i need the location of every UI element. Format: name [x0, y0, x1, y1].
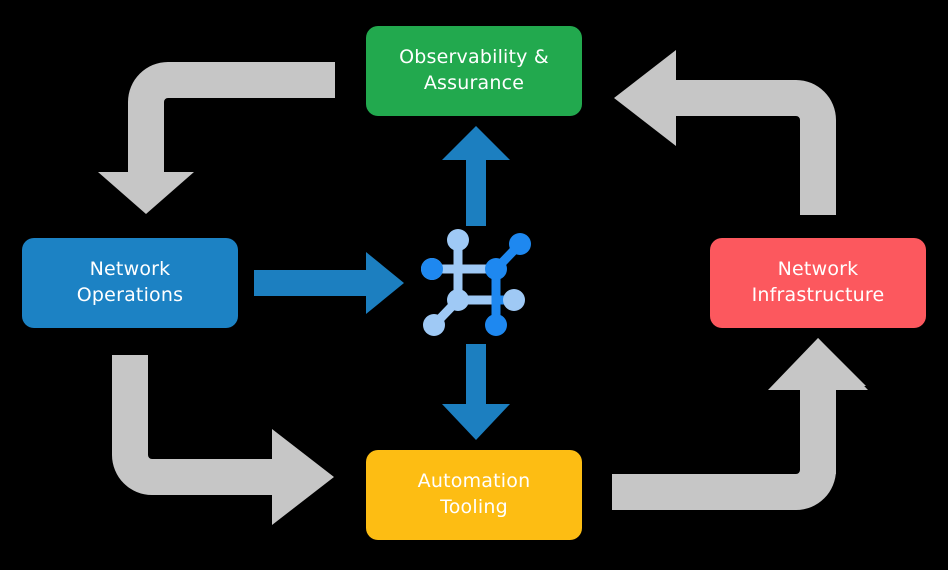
gray-arrow-automation-to-netinfra — [612, 338, 868, 510]
node-box-network-operations[interactable]: Network Operations — [22, 238, 238, 328]
node-box-automation-tooling[interactable]: Automation Tooling — [366, 450, 582, 540]
topology-light-edges — [427, 235, 519, 330]
gray-arrow-netops-to-automation — [112, 355, 334, 525]
node-label-network-operations: Network Operations — [76, 258, 184, 306]
blue-arrow-netops-to-hub — [254, 252, 404, 314]
node-label-network-infrastructure: Network Infrastructure — [751, 258, 885, 306]
blue-arrow-hub-to-automation — [442, 344, 510, 440]
node-label-observability-assurance: Observability & Assurance — [399, 46, 549, 94]
node-box-observability-assurance[interactable]: Observability & Assurance — [366, 26, 582, 116]
network-topology-icon — [421, 229, 531, 336]
blue-arrow-hub-to-observability — [442, 126, 510, 226]
gray-arrow-observability-to-netops — [98, 62, 335, 214]
gray-arrow-netinfra-to-observability — [614, 50, 836, 215]
node-box-network-infrastructure[interactable]: Network Infrastructure — [710, 238, 926, 328]
topology-bright-edges — [491, 239, 525, 330]
topology-bright-nodes — [421, 233, 531, 336]
node-label-automation-tooling: Automation Tooling — [417, 470, 531, 518]
